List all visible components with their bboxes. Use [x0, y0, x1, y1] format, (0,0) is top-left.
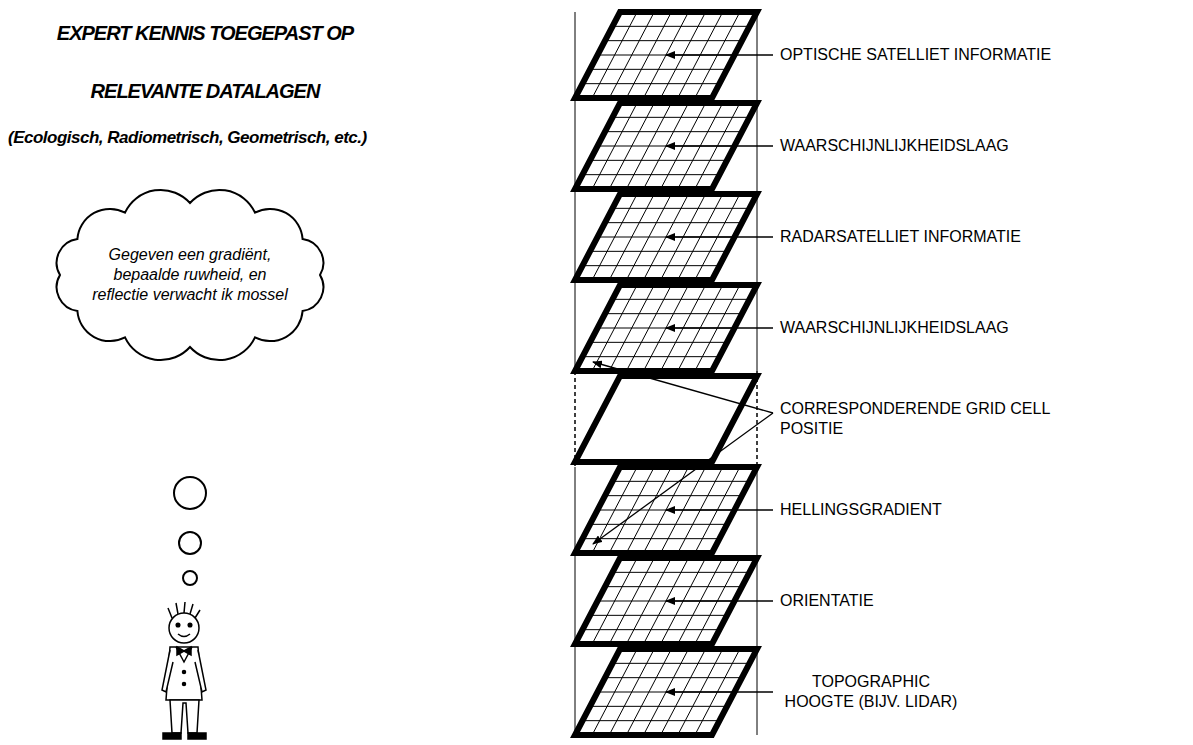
grid-line [626, 12, 671, 98]
legs [170, 700, 199, 733]
expert-figure [162, 602, 206, 739]
layer-label: HELLINGSGRADIENT [780, 500, 942, 520]
arm [162, 650, 173, 692]
layer-label: RADARSATELLIET INFORMATIE [780, 227, 1021, 247]
shoes [163, 733, 206, 739]
leader-arrow [666, 327, 773, 328]
button [183, 671, 186, 674]
grid-line [626, 103, 671, 189]
thought-cloud: Gegeven een gradiënt, bepaalde ruwheid, … [40, 185, 340, 365]
grid-line [626, 285, 671, 371]
leader-lines [593, 55, 773, 692]
layer-label: WAARSCHIJNLIJKHEIDSLAAG [780, 318, 1009, 338]
leader-arrow [666, 600, 773, 601]
bow-tie [177, 647, 191, 655]
layer-fill [575, 376, 757, 462]
eye [188, 623, 192, 627]
layer-connector [575, 467, 576, 735]
eye [176, 623, 180, 627]
leader-arrow [593, 362, 773, 413]
thought-bubble [179, 532, 201, 554]
layer-connector [574, 371, 576, 467]
thought-bubbles [174, 477, 206, 585]
head [169, 613, 199, 643]
jacket [166, 647, 202, 700]
mouth [178, 634, 190, 637]
grid-line [626, 649, 671, 735]
arm [195, 650, 206, 692]
leader-arrow [666, 691, 773, 692]
leader-arrow [666, 54, 773, 55]
layer-connector [756, 371, 758, 467]
leader-arrow [666, 236, 773, 237]
layer-label: WAARSCHIJNLIJKHEIDSLAAG [780, 136, 1009, 156]
collar [176, 647, 192, 662]
data-layers [575, 12, 757, 735]
diagram-title: EXPERT KENNIS TOEGEPAST OP RELEVANTE DAT… [25, 4, 385, 120]
cloud-shape [57, 190, 324, 360]
data-layer [575, 376, 757, 462]
layer-label: ORIENTATIE [780, 591, 874, 611]
layer-label: OPTISCHE SATELLIET INFORMATIE [780, 45, 1051, 65]
button [183, 683, 186, 686]
grid-line [626, 558, 671, 644]
subtitle: (Ecologisch, Radiometrisch, Geometrisch,… [8, 128, 367, 148]
grid-line [626, 194, 671, 280]
thought-text: Gegeven een gradiënt, bepaalde ruwheid, … [90, 245, 290, 305]
grid-line [626, 467, 671, 553]
layer-label: TOPOGRAPHIC HOOGTE (BIJV. LIDAR) [780, 672, 962, 712]
leader-arrow [593, 413, 773, 544]
layer-outline [575, 376, 757, 462]
layer-label: CORRESPONDERENDE GRID CELL POSITIE [780, 399, 1060, 439]
thought-bubble [174, 477, 206, 509]
leader-arrow [666, 145, 773, 146]
layer-connectors [575, 12, 757, 735]
leader-arrow [666, 509, 773, 510]
thought-bubble [183, 571, 197, 585]
